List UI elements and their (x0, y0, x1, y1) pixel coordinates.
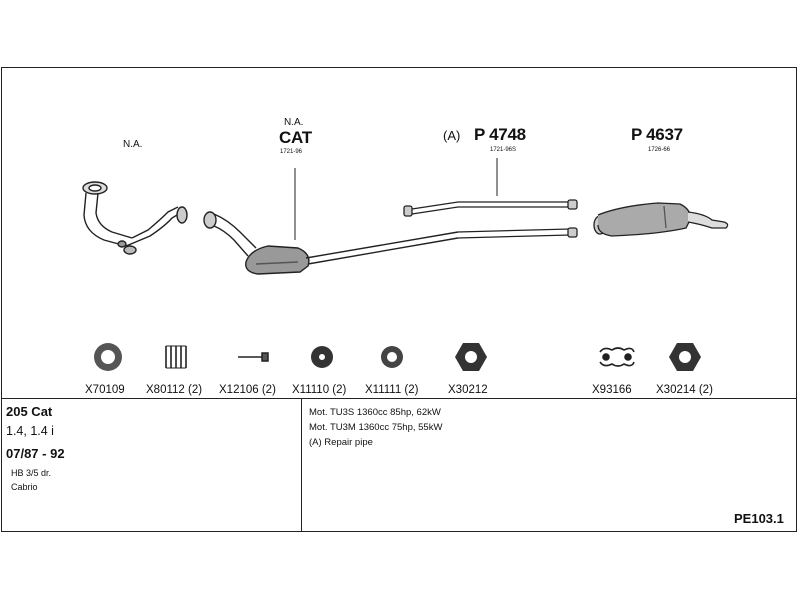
page-code: PE103.1 (734, 511, 784, 526)
gasket-ring-icon (94, 343, 122, 371)
spring-icon (165, 345, 187, 369)
part-code: X30212 (448, 384, 488, 396)
rubber-ring-icon (381, 346, 403, 368)
part-code: X80112 (2) (146, 384, 203, 396)
info-divider (301, 398, 302, 532)
engine-note: Mot. TU3S 1360cc 85hp, 62kW (309, 407, 441, 418)
leader-lines (294, 158, 498, 240)
cat-number: 1721-96 (280, 149, 303, 155)
part-code: X70109 (85, 384, 125, 396)
flange-gasket-icon (455, 343, 487, 371)
section-divider (1, 398, 797, 399)
repair-note: (A) Repair pipe (309, 437, 373, 448)
diagram-frame (1, 67, 797, 532)
vehicle-years: 07/87 - 92 (6, 446, 65, 461)
front-downpipe (82, 181, 188, 255)
cat-label: CAT (279, 128, 312, 147)
p4748-label: P 4748 (474, 125, 526, 144)
rear-silencer (593, 202, 729, 237)
na-label-front: N.A. (123, 139, 143, 150)
vehicle-model: 205 Cat (6, 404, 53, 419)
p4637-label: P 4637 (631, 125, 683, 144)
clamp-icon (599, 347, 635, 367)
vehicle-body: Cabrio (11, 482, 38, 492)
repair-pipe (403, 199, 578, 217)
bolt-icon (238, 352, 269, 362)
part-code: X93166 (592, 384, 632, 396)
engine-note: Mot. TU3M 1360cc 75hp, 55kW (309, 422, 443, 433)
p4637-number: 1726-66 (648, 147, 671, 153)
repair-marker: (A) (443, 128, 461, 143)
mid-pipe (457, 227, 578, 239)
na-label-cat: N.A. (284, 117, 304, 128)
flange-gasket-icon (669, 343, 701, 371)
rubber-mount-icon (311, 346, 333, 368)
part-code: X11110 (2) (292, 384, 347, 396)
vehicle-engines: 1.4, 1.4 i (6, 424, 54, 438)
catalytic-converter (203, 211, 459, 275)
part-code: X12106 (2) (219, 384, 276, 396)
p4748-number: 1721-96S (490, 147, 517, 153)
part-code: X30214 (2) (656, 384, 713, 396)
part-code: X11111 (2) (365, 384, 419, 396)
vehicle-body: HB 3/5 dr. (11, 468, 52, 478)
